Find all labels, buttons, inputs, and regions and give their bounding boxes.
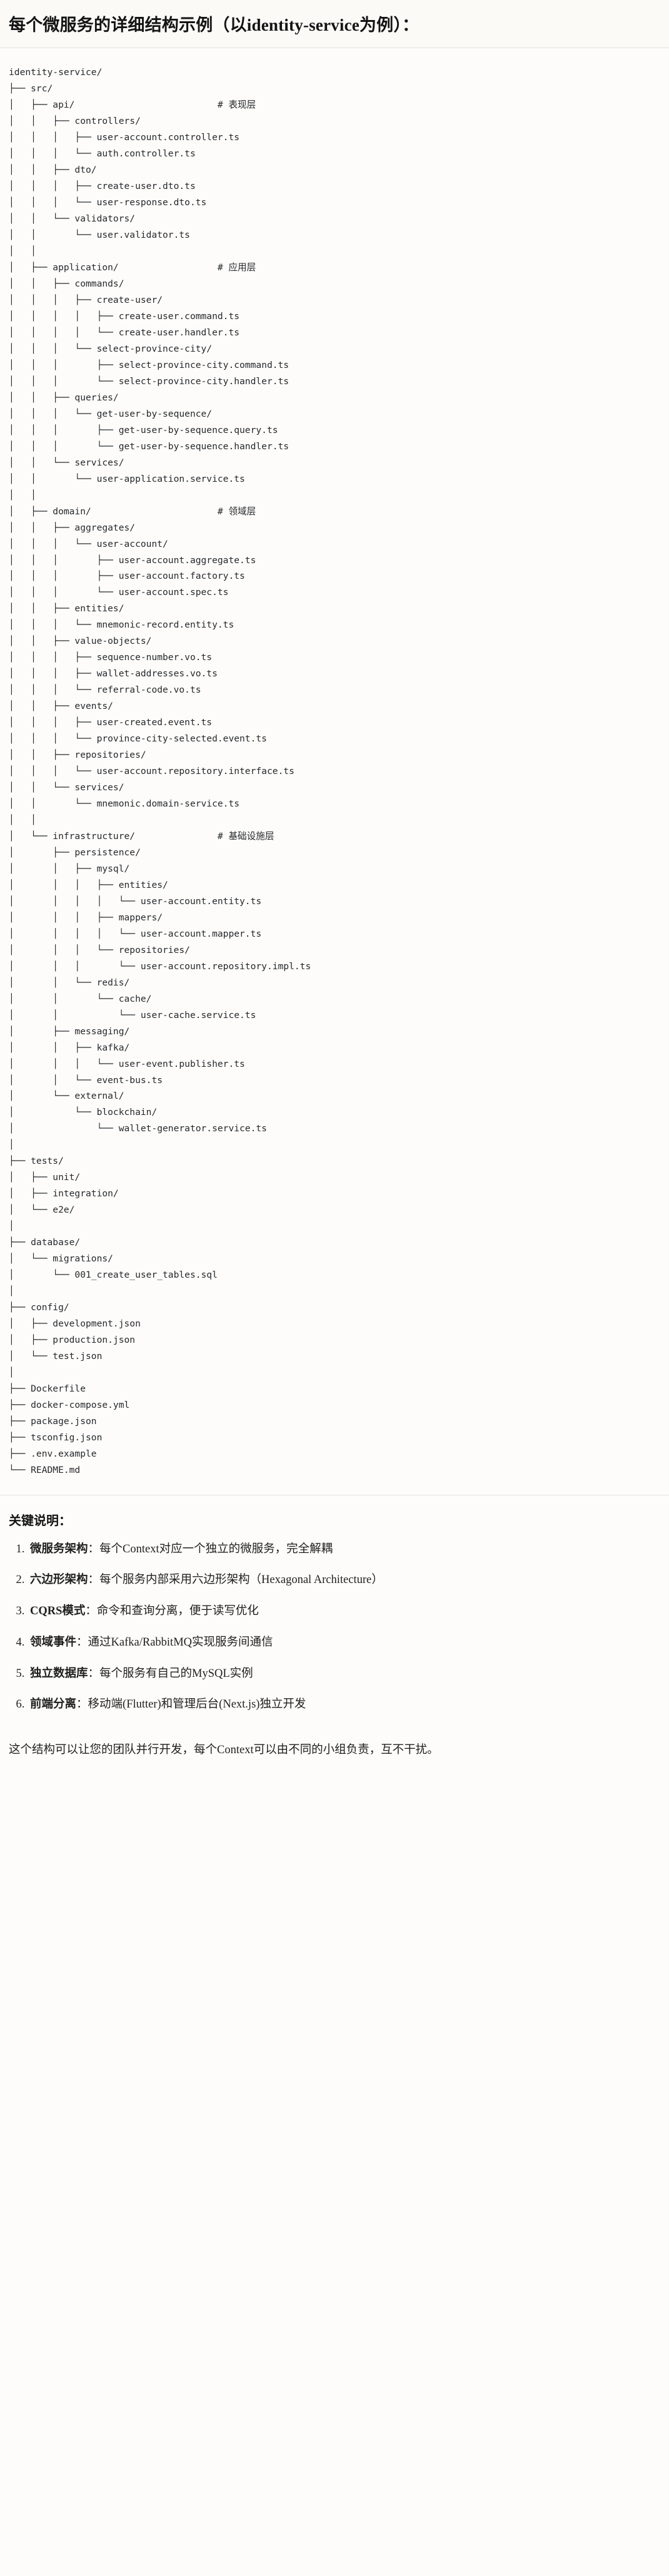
key-note-separator: ：: [76, 1698, 88, 1711]
key-note-item: CQRS模式：命令和查询分离，便于读写优化: [28, 1603, 660, 1621]
key-note-item: 前端分离：移动端(Flutter)和管理后台(Next.js)独立开发: [28, 1696, 660, 1714]
document-header: 每个微服务的详细结构示例（以identity-service为例）：: [0, 0, 669, 49]
key-notes-list: 微服务架构：每个Context对应一个独立的微服务，完全解耦六边形架构：每个服务…: [9, 1541, 660, 1714]
directory-tree-block: identity-service/ ├── src/ │ ├── api/ # …: [0, 48, 669, 1495]
key-note-separator: ：: [85, 1605, 97, 1618]
key-note-separator: ：: [76, 1636, 88, 1649]
key-note-description: 通过Kafka/RabbitMQ实现服务间通信: [88, 1636, 273, 1649]
key-note-description: 命令和查询分离，便于读写优化: [96, 1605, 259, 1618]
key-note-item: 六边形架构：每个服务内部采用六边形架构（Hexagonal Architectu…: [28, 1572, 660, 1589]
key-note-item: 独立数据库：每个服务有自己的MySQL实例: [28, 1666, 660, 1683]
key-notes-title: 关键说明：: [9, 1514, 71, 1528]
key-note-description: 每个服务有自己的MySQL实例: [99, 1667, 253, 1680]
key-note-item: 领域事件：通过Kafka/RabbitMQ实现服务间通信: [28, 1634, 660, 1652]
document-page: 每个微服务的详细结构示例（以identity-service为例）： ident…: [0, 0, 669, 1777]
key-notes-section: 关键说明： 微服务架构：每个Context对应一个独立的微服务，完全解耦六边形架…: [0, 1495, 669, 1734]
key-note-term: 六边形架构: [30, 1574, 88, 1587]
key-note-term: 前端分离: [30, 1698, 77, 1711]
key-note-separator: ：: [88, 1542, 100, 1555]
page-title: 每个微服务的详细结构示例（以identity-service为例）：: [9, 16, 420, 34]
key-note-separator: ：: [88, 1574, 100, 1587]
key-note-term: 微服务架构: [30, 1542, 88, 1555]
key-note-description: 移动端(Flutter)和管理后台(Next.js)独立开发: [88, 1698, 306, 1711]
key-note-description: 每个Context对应一个独立的微服务，完全解耦: [99, 1542, 333, 1555]
closing-paragraph: 这个结构可以让您的团队并行开发，每个Context可以由不同的小组负责，互不干扰…: [9, 1744, 439, 1757]
directory-tree: identity-service/ ├── src/ │ ├── api/ # …: [9, 67, 311, 1475]
key-note-term: CQRS模式: [30, 1605, 86, 1618]
key-note-separator: ：: [88, 1667, 100, 1680]
key-note-description: 每个服务内部采用六边形架构（Hexagonal Architecture）: [99, 1574, 383, 1587]
key-note-term: 独立数据库: [30, 1667, 88, 1680]
key-note-item: 微服务架构：每个Context对应一个独立的微服务，完全解耦: [28, 1541, 660, 1559]
key-note-term: 领域事件: [30, 1636, 77, 1649]
